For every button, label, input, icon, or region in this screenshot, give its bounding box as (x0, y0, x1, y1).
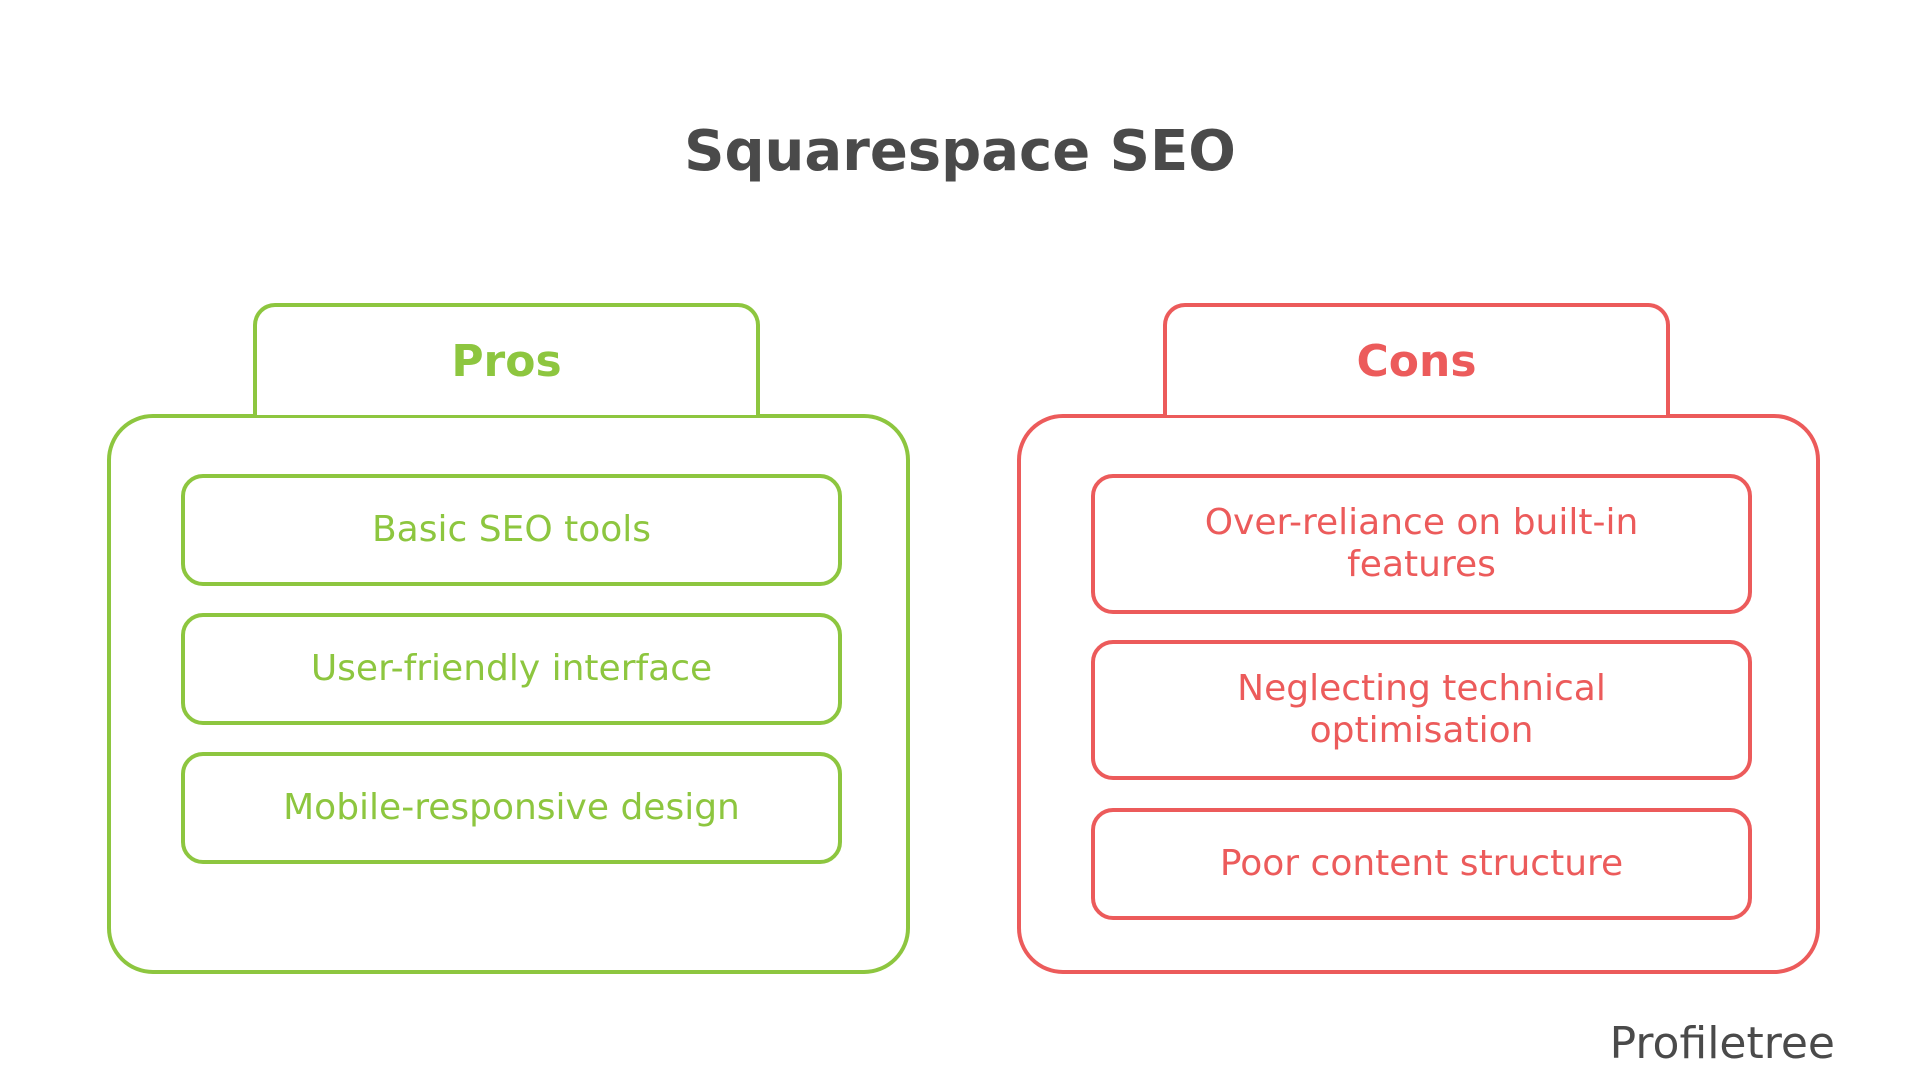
cons-panel: Over-reliance on built-in features Negle… (1017, 414, 1820, 974)
pros-item-mobile-responsive-design: Mobile-responsive design (181, 752, 842, 864)
cons-header: Cons (1163, 303, 1670, 415)
pros-item-basic-seo-tools: Basic SEO tools (181, 474, 842, 586)
brand-watermark: Profiletree (1609, 1018, 1835, 1069)
cons-item-over-reliance: Over-reliance on built-in features (1091, 474, 1752, 614)
diagram-title: Squarespace SEO (684, 119, 1236, 184)
pros-panel: Basic SEO tools User-friendly interface … (107, 414, 910, 974)
cons-item-neglecting-technical-optimisation: Neglecting technical optimisation (1091, 640, 1752, 780)
pros-header: Pros (253, 303, 760, 415)
pros-item-user-friendly-interface: User-friendly interface (181, 613, 842, 725)
cons-item-poor-content-structure: Poor content structure (1091, 808, 1752, 920)
